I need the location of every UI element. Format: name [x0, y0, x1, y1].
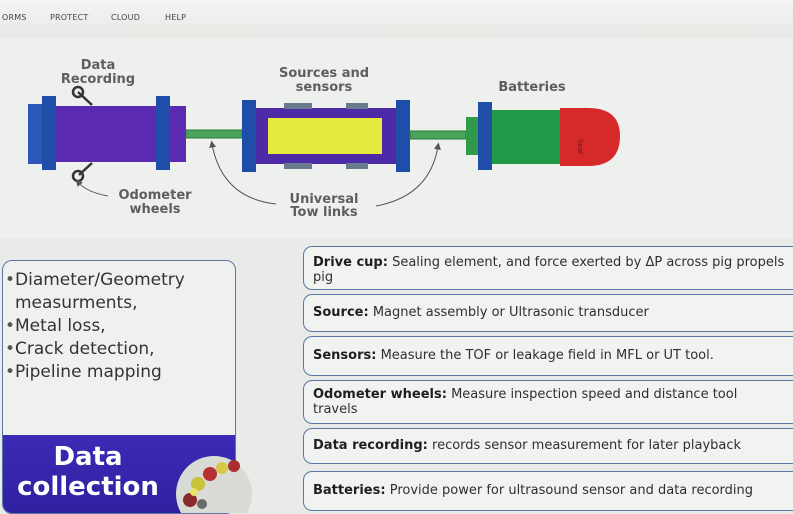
term: Data recording: [313, 438, 428, 453]
arrow-tow-link-left [209, 140, 277, 205]
flange [42, 96, 56, 170]
label-sources-sensors-1: Sources and [279, 66, 369, 81]
battery-module: Seal [466, 102, 620, 170]
tow-link [185, 129, 243, 139]
odometer-wheel-top [71, 85, 93, 106]
tow-link [409, 130, 467, 140]
battery-cap [560, 108, 620, 166]
label-data-recording-2: Recording [61, 72, 135, 87]
left-drive-cup [28, 104, 44, 164]
sensor-pad [346, 103, 368, 109]
flange [478, 102, 492, 170]
label-odometer-wheels-1: Odometer [118, 188, 192, 203]
top-nav-bar: ORMS PROTECT CLOUD HELP [0, 0, 793, 38]
definition-text: Magnet assembly or Ultrasonic transducer [372, 305, 649, 320]
label-sources-sensors-2: sensors [296, 80, 353, 95]
list-item: Pipeline mapping [5, 361, 235, 384]
pig-photo [176, 456, 252, 513]
list-item: Crack detection, [5, 338, 235, 361]
list-item: measurments, [15, 293, 138, 313]
term: Odometer wheels: [313, 387, 447, 402]
nav-item-help[interactable]: HELP [165, 13, 187, 22]
definition-source: Source: Magnet assembly or Ultrasonic tr… [303, 294, 793, 332]
battery-body [492, 110, 560, 164]
sensor-pad [284, 163, 312, 169]
banner-line-1: Data [53, 442, 123, 472]
sources-sensors-module [242, 100, 410, 172]
applications-list: Diameter/Geometry measurments, Metal los… [3, 261, 235, 384]
nav-item-cloud[interactable]: CLOUD [111, 13, 141, 22]
sensor-pad [284, 103, 312, 109]
list-item: Metal loss, [5, 315, 235, 338]
definition-text: records sensor measurement for later pla… [432, 438, 742, 453]
odometer-wheel-bottom [71, 162, 93, 183]
flange [396, 100, 410, 172]
sensor-pad [346, 163, 368, 169]
definition-data-recording: Data recording: records sensor measureme… [303, 428, 793, 464]
definition-text: Measure the TOF or leakage field in MFL … [380, 348, 714, 363]
term: Drive cup: [313, 255, 388, 270]
nav-item-orms[interactable]: ORMS [2, 13, 27, 22]
definition-text: Measure inspection speed and distance to… [313, 387, 738, 417]
label-batteries: Batteries [498, 80, 566, 95]
definition-sensors: Sensors: Measure the TOF or leakage fiel… [303, 336, 793, 376]
list-item: Diameter/Geometry [5, 269, 235, 292]
nav-item-protect[interactable]: PROTECT [50, 13, 89, 22]
arrow-odometer [75, 179, 109, 197]
definition-text: Sealing element, and force exerted by ΔP… [313, 255, 785, 285]
pig-tool-diagram: Seal Data Recording Sources and sensors … [0, 38, 793, 238]
data-recording-body [56, 106, 156, 162]
definition-batteries: Batteries: Provide power for ultrasound … [303, 471, 793, 511]
sensor-body [268, 118, 382, 154]
label-tow-links-1: Universal [290, 192, 359, 207]
definition-odometer-wheels: Odometer wheels: Measure inspection spee… [303, 380, 793, 424]
label-data-recording-1: Data [81, 58, 116, 73]
definition-text: Provide power for ultrasound sensor and … [389, 483, 754, 498]
arrow-tow-link-right [375, 142, 441, 207]
term: Sensors: [313, 348, 377, 363]
svg-text:Seal: Seal [576, 139, 584, 154]
flange [242, 100, 256, 172]
term: Source: [313, 305, 369, 320]
definition-drive-cup: Drive cup: Sealing element, and force ex… [303, 246, 793, 290]
term: Batteries: [313, 483, 386, 498]
label-odometer-wheels-2: wheels [129, 202, 180, 217]
data-recording-module [28, 96, 186, 170]
flange [156, 96, 170, 170]
label-tow-links-2: Tow links [290, 205, 357, 220]
banner-line-2: collection [17, 472, 159, 502]
data-collection-banner: Data collection [3, 435, 235, 513]
